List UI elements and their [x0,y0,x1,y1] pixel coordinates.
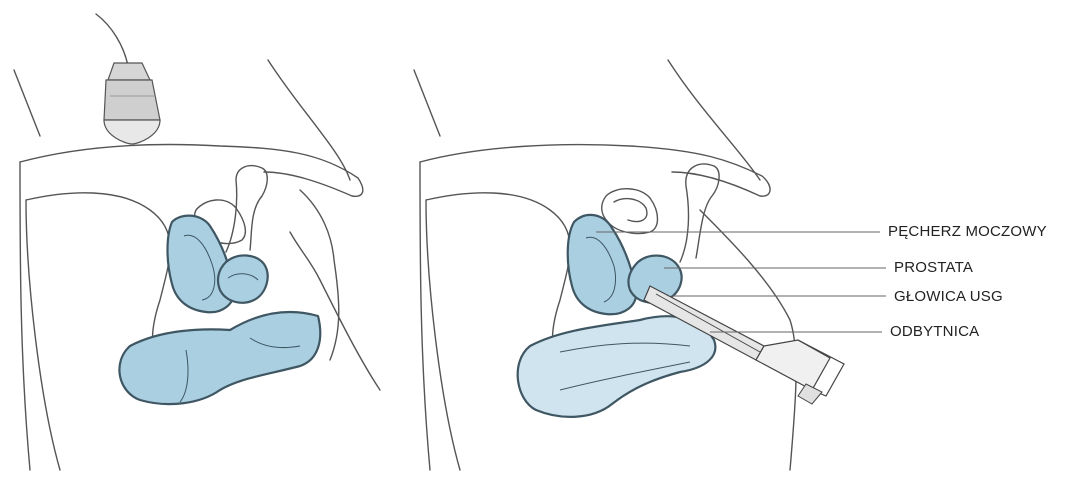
spine-sacrum-outline [290,232,380,390]
back-contour [268,60,350,180]
left-prostate [218,255,268,302]
label-rectum: ODBYTNICA [890,323,979,340]
pelvic-cavity-outline [26,193,170,470]
label-bladder: PĘCHERZ MOCZOWY [888,223,1047,240]
urethra-line [226,166,267,252]
back-contour-right [668,60,760,180]
label-prostate: PROSTATA [894,259,973,276]
skin-outer-line-right [420,162,430,470]
left-panel-transabdominal [14,14,380,470]
label-probe: GŁOWICA USG [894,288,1003,305]
abdominal-wall-outline-right [414,70,770,196]
pelvic-cavity-outline-right [426,193,570,470]
right-rectum [518,316,716,417]
right-panel-transrectal [414,60,886,470]
skin-outer-line [20,162,30,470]
left-rectum [119,312,320,404]
right-bladder [568,215,636,314]
abdominal-wall-outline [14,70,363,196]
ultrasound-cable [96,14,128,66]
abdominal-ultrasound-probe [104,63,160,144]
